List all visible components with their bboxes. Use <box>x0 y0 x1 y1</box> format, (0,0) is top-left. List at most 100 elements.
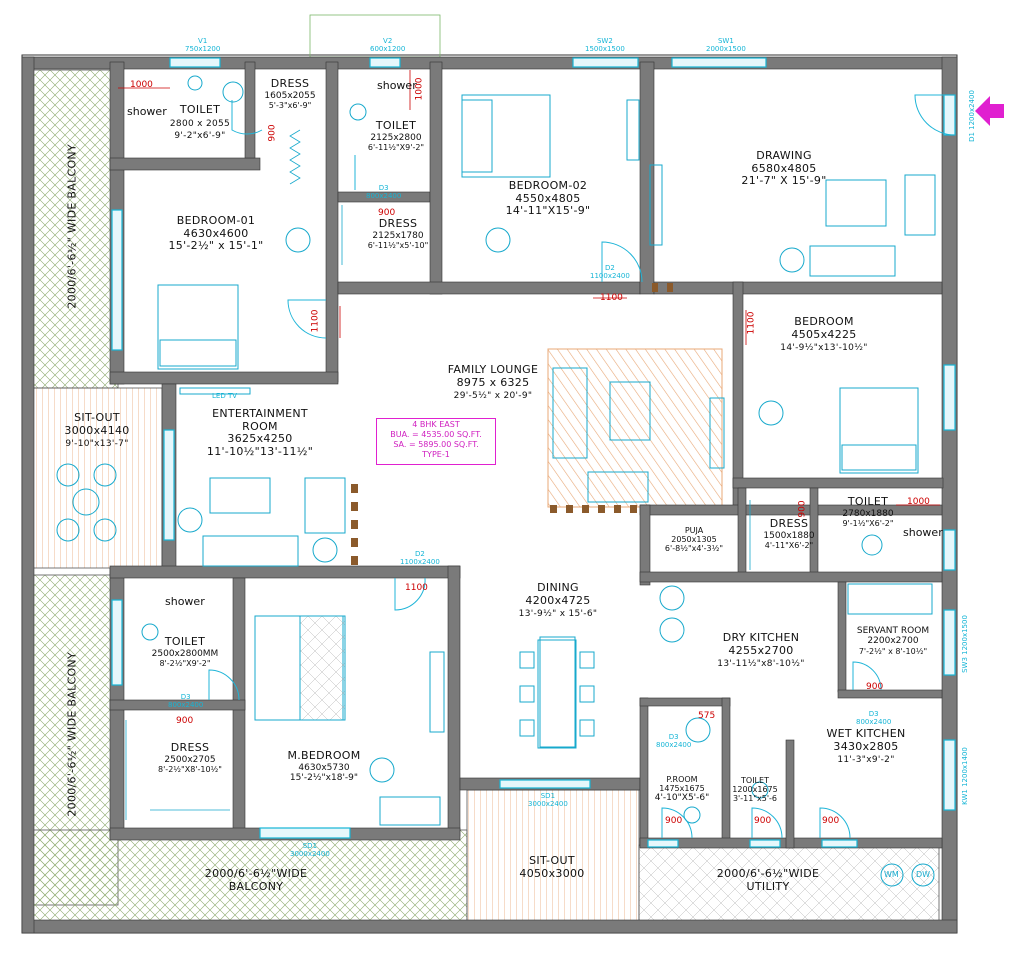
opening-sw1-size: 2000x1500 <box>706 45 746 53</box>
dim-900-b: 900 <box>267 124 278 142</box>
opening-d2-name: D2 <box>604 264 615 272</box>
drawing-name: DRAWING <box>756 149 812 162</box>
opening-d1: D1 1200x2400 <box>968 90 976 142</box>
dim-900-a: 900 <box>378 208 396 218</box>
servant-name: SERVANT ROOM <box>856 626 930 636</box>
utility-line2: UTILITY <box>746 879 790 893</box>
dim-1000-b: 1000 <box>414 77 425 101</box>
sitout1-ft: 9'-10"x13'-7" <box>65 439 129 450</box>
dim-900-h: 900 <box>797 500 808 518</box>
toilet1-ft: 9'-2"x6'-9" <box>174 131 226 142</box>
shower-label-3: shower <box>903 526 943 539</box>
sitout2-name: SIT-OUT <box>529 854 575 867</box>
dim-575: 575 <box>698 711 716 721</box>
opening-kw1-name: KW1 <box>960 789 969 805</box>
dress4-mm: 2500x2705 <box>164 754 216 765</box>
opening-d2-size: 1100x2400 <box>590 272 630 280</box>
dress1-mm: 1605x2055 <box>264 90 316 101</box>
wetkitchen-ft: 11'-3"x9'-2" <box>837 755 895 766</box>
toilet3-mm: 2780x1880 <box>842 508 894 519</box>
dress2-name: DRESS <box>378 217 418 230</box>
toilet1-name: TOILET <box>179 103 221 116</box>
bedroom-mm: 4505x4225 <box>791 327 857 341</box>
family-mm: 8975 x 6325 <box>456 375 530 389</box>
opening-sd1b-name: SD1 <box>302 842 318 850</box>
opening-v1-size: 750x1200 <box>185 45 221 53</box>
puja-ft: 6'-8½"x4'-3½" <box>664 544 724 554</box>
family-rug <box>547 348 723 508</box>
toilet2-mm: 2125x2800 <box>370 132 422 143</box>
opening-v1-name: V1 <box>198 37 208 45</box>
dim-900-c: 900 <box>176 716 194 726</box>
proom-name: P.ROOM <box>666 775 698 784</box>
servant-ft: 7'-2½" x 8'-10½" <box>858 646 928 656</box>
entertainment-mm: 3625x4250 <box>227 432 293 446</box>
bedroom-name: BEDROOM <box>794 315 854 328</box>
opening-d1-name: D1 <box>967 132 976 142</box>
dim-1100-c: 1100 <box>310 309 321 333</box>
wetkitchen-mm: 3430x2805 <box>833 739 899 753</box>
wm-label: WM <box>884 870 899 879</box>
balcony-bottom-line1: 2000/6'-6½"WIDE <box>204 867 308 880</box>
opening-d2b-size: 1100x2400 <box>400 558 440 566</box>
toilet4-name: TOILET <box>164 635 206 648</box>
shower-label-4: shower <box>165 595 205 608</box>
entry-arrow <box>975 96 1004 126</box>
balcony-bottom-line2: BALCONY <box>228 879 284 893</box>
drykitchen-ft: 13'-11½"x8'-10½" <box>717 659 805 670</box>
toilet4-mm: 2500x2800MM <box>151 648 219 659</box>
shower-label-2: shower <box>377 79 417 92</box>
bedroom01-name: BEDROOM-01 <box>176 214 256 227</box>
dim-900-e: 900 <box>665 816 683 826</box>
opening-sw2-size: 1500x1500 <box>585 45 625 53</box>
dress3-ft: 4'-11"X6'-2" <box>764 540 814 550</box>
mbedroom-mm: 4630x5730 <box>298 762 350 773</box>
toilet3-ft: 9'-1½"X6'-2" <box>842 518 894 528</box>
dress4-name: DRESS <box>170 741 210 754</box>
opening-d3c-name: D3 <box>868 710 879 718</box>
family-name: FAMILY LOUNGE <box>447 363 539 376</box>
mbedroom-ft: 15'-2½"x18'-9" <box>289 772 359 783</box>
opening-sd1b-size: 3000x2400 <box>290 850 330 858</box>
dim-1000-a: 1000 <box>130 80 153 90</box>
sitout1-name: SIT-OUT <box>74 411 120 424</box>
dining-ft: 13'-9½" x 15'-6" <box>518 609 598 620</box>
drykitchen-mm: 4255x2700 <box>728 643 794 657</box>
balcony-left-top-label: 2000/6'-6½" WIDE BALCONY <box>65 144 79 309</box>
bedroom02-mm: 4550x4805 <box>515 191 581 205</box>
sitout2-mm: 4050x3000 <box>519 866 585 880</box>
opening-d3-size: 800x2400 <box>366 192 402 200</box>
opening-sd1-name: SD1 <box>540 792 556 800</box>
dress3-name: DRESS <box>769 517 809 530</box>
note-line4: TYPE-1 <box>422 450 450 459</box>
opening-d3b-name: D3 <box>180 693 191 701</box>
utility-area <box>638 844 940 923</box>
